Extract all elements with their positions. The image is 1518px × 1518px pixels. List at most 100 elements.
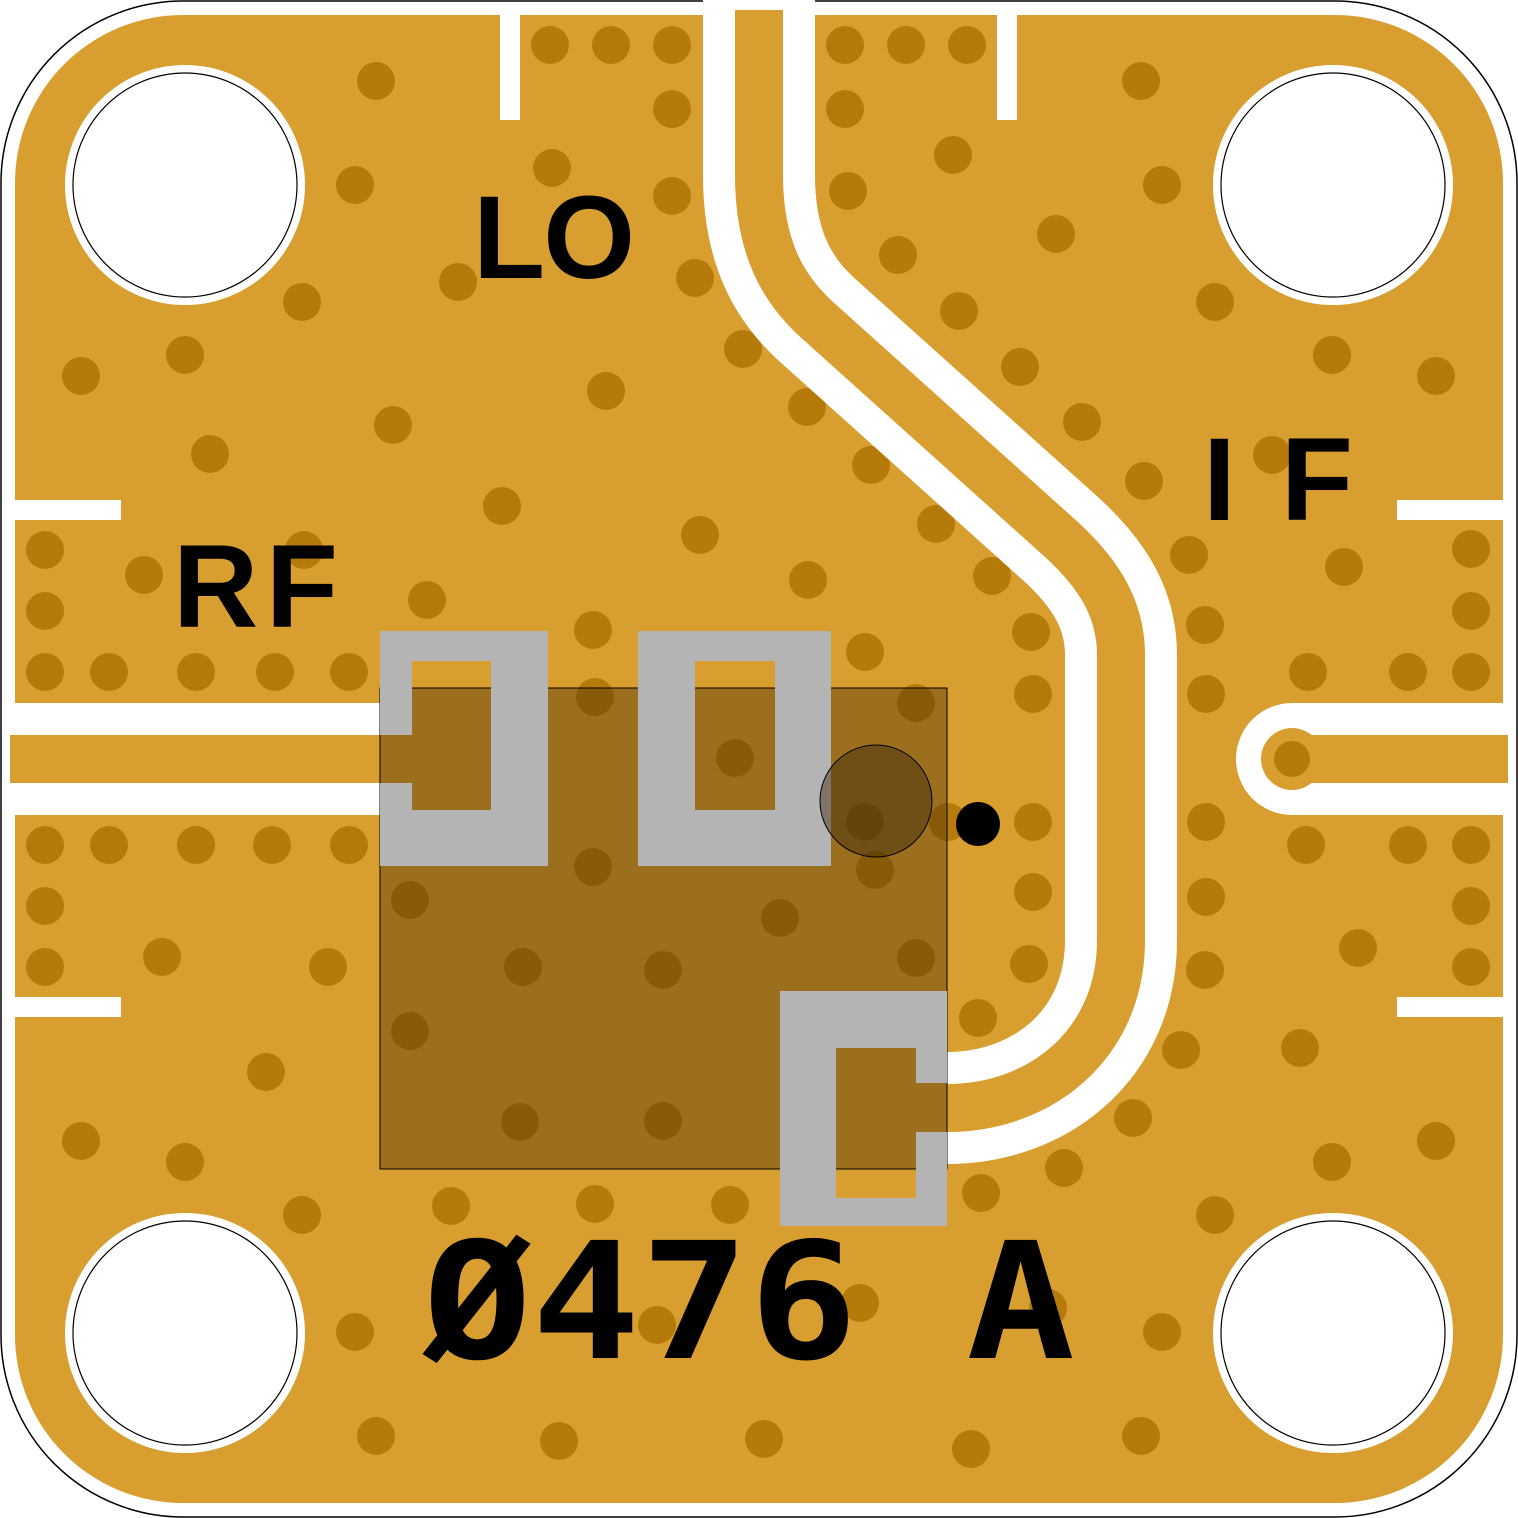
pin1-dot-marker xyxy=(956,802,1000,846)
via xyxy=(1274,741,1310,777)
tick-top-right xyxy=(997,10,1017,120)
via xyxy=(587,372,625,410)
via xyxy=(574,848,612,886)
via xyxy=(1452,826,1490,864)
rf-trace xyxy=(10,703,385,815)
part-number: Ø476 A xyxy=(422,1209,1075,1397)
via xyxy=(177,826,215,864)
via xyxy=(653,177,691,215)
via xyxy=(1143,1313,1181,1351)
via xyxy=(852,446,890,484)
if-trace-copper xyxy=(1292,735,1508,783)
via xyxy=(846,633,884,671)
mounting-holes xyxy=(65,65,1453,1453)
via xyxy=(574,611,612,649)
via xyxy=(1037,215,1075,253)
via xyxy=(887,26,925,64)
via xyxy=(1196,283,1234,321)
via xyxy=(336,166,374,204)
via xyxy=(483,487,521,525)
via xyxy=(948,26,986,64)
via xyxy=(285,531,323,569)
via xyxy=(391,1012,429,1050)
via xyxy=(26,887,64,925)
via xyxy=(856,851,894,889)
via xyxy=(1125,462,1163,500)
via xyxy=(336,1313,374,1351)
via xyxy=(761,899,799,937)
via xyxy=(653,26,691,64)
via xyxy=(638,1306,676,1344)
via xyxy=(1313,336,1351,374)
via xyxy=(940,292,978,330)
via xyxy=(576,1185,614,1223)
via xyxy=(592,26,630,64)
via xyxy=(330,653,368,691)
via xyxy=(26,653,64,691)
via xyxy=(166,1143,204,1181)
via xyxy=(1389,653,1427,691)
via xyxy=(432,1187,470,1225)
pad-if xyxy=(780,991,947,1226)
pad-rf xyxy=(380,631,548,866)
via xyxy=(644,951,682,989)
via xyxy=(26,531,64,569)
mounting-hole-bottom-right xyxy=(1213,1213,1453,1453)
via xyxy=(745,1420,783,1458)
via xyxy=(26,826,64,864)
via xyxy=(309,948,347,986)
via xyxy=(724,330,762,368)
via xyxy=(1196,1196,1234,1234)
isolation-ticks xyxy=(10,10,1512,1017)
via xyxy=(166,336,204,374)
via xyxy=(374,406,412,444)
tick-top-left xyxy=(500,10,520,120)
via xyxy=(1186,606,1224,644)
rf-trace-copper xyxy=(10,735,385,783)
via xyxy=(26,592,64,630)
via xyxy=(533,149,571,187)
pin1-circle-marker xyxy=(819,744,933,858)
via xyxy=(1187,878,1225,916)
via xyxy=(959,999,997,1037)
via xyxy=(1281,1029,1319,1067)
mounting-hole-top-right xyxy=(1213,65,1453,305)
via xyxy=(408,581,446,619)
via xyxy=(391,881,429,919)
via xyxy=(1452,592,1490,630)
via xyxy=(716,739,754,777)
via xyxy=(1029,1289,1067,1327)
via xyxy=(653,90,691,128)
via xyxy=(90,826,128,864)
via xyxy=(1063,403,1101,441)
via xyxy=(962,1174,1000,1212)
tick-rf-top xyxy=(10,500,121,520)
via xyxy=(879,236,917,274)
via xyxy=(846,803,884,841)
via xyxy=(1187,675,1225,713)
via xyxy=(1014,803,1052,841)
via xyxy=(177,653,215,691)
via xyxy=(62,357,100,395)
via xyxy=(256,653,294,691)
via xyxy=(283,1196,321,1234)
via xyxy=(531,26,569,64)
via xyxy=(1452,948,1490,986)
lo-trace-copper xyxy=(735,10,1145,1132)
if-trace xyxy=(1236,703,1508,815)
via xyxy=(247,1053,285,1091)
tick-if-top xyxy=(1397,500,1512,520)
via xyxy=(897,684,935,722)
via xyxy=(789,561,827,599)
via-group xyxy=(26,26,1490,1468)
via xyxy=(26,948,64,986)
via xyxy=(1170,536,1208,574)
via xyxy=(841,1284,879,1322)
via xyxy=(501,1103,539,1141)
via xyxy=(357,1417,395,1455)
mounting-hole-top-left xyxy=(65,65,305,305)
lo-trace xyxy=(703,0,1177,1164)
via xyxy=(1389,826,1427,864)
pad-lo xyxy=(638,631,831,866)
via xyxy=(917,505,955,543)
